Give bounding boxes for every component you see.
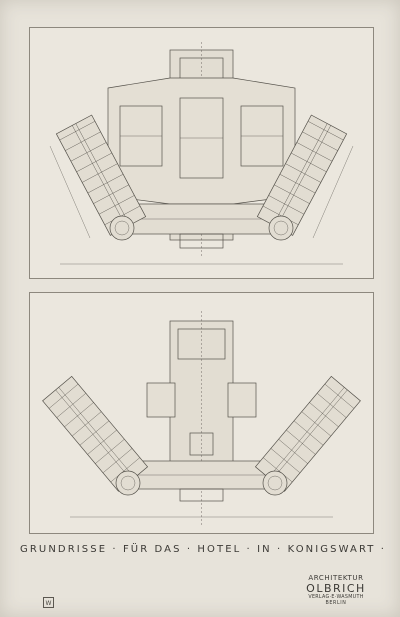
credit-publisher: VERLAG·E·WASMUTH bbox=[308, 595, 364, 600]
publisher-credit: ARCHITEKTUR OLBRICH VERLAG·E·WASMUTH BER… bbox=[296, 574, 376, 607]
credit-architektur: ARCHITEKTUR bbox=[308, 574, 364, 582]
upper-floor-plan bbox=[29, 27, 374, 279]
plan-caption: GRUNDRISSE · FÜR DAS · HOTEL · IN · KONI… bbox=[20, 544, 387, 555]
upper-floor-plan-drawing bbox=[49, 42, 354, 265]
lower-floor-plan-drawing bbox=[42, 311, 361, 525]
credit-city: BERLIN bbox=[325, 601, 347, 606]
credit-architect-name: OLBRICH bbox=[306, 582, 366, 595]
lower-floor-plan bbox=[29, 292, 374, 534]
monogram-stamp: W bbox=[43, 597, 54, 608]
